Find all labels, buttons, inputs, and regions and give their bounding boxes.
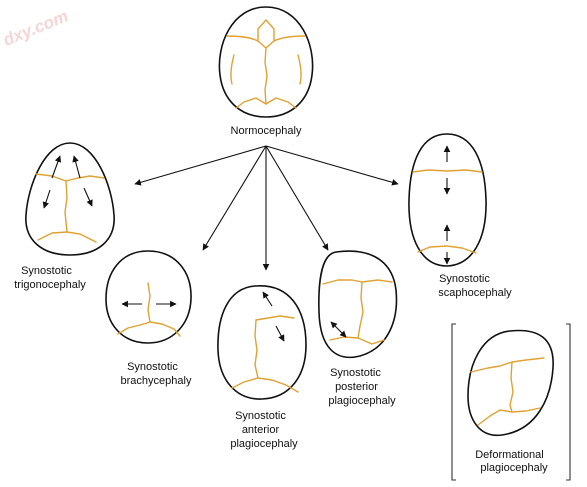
suture-sagittal — [509, 361, 514, 413]
watermark-text: dxy.com — [0, 6, 70, 49]
suture-lambdoid-right — [265, 97, 297, 109]
suture-sagittal — [264, 47, 268, 105]
suture-lambdoid-left — [235, 97, 267, 109]
suture-coronal-right — [273, 35, 306, 42]
arrow-up-right — [72, 155, 81, 179]
skull-posterior-plagiocephaly — [318, 250, 398, 358]
skull-anterior-plagiocephaly — [217, 285, 307, 400]
suture-lambdoid — [117, 321, 181, 337]
bracket-group — [451, 323, 571, 481]
classification-arrows — [134, 145, 399, 271]
label-brachycephaly: Synostotic brachycephaly — [121, 361, 192, 387]
arrow-down-right — [83, 187, 93, 207]
suture-coronal — [255, 315, 295, 321]
skull-deformational-plagiocephaly — [467, 329, 554, 437]
suture-lambdoid — [417, 245, 477, 254]
suture-coronal — [412, 169, 483, 173]
skull-normocephaly — [218, 6, 314, 118]
suture-sagittal — [64, 180, 68, 233]
label-deformational-plagiocephaly: Deformational plagiocephaly — [475, 449, 548, 474]
suture-squamous-left — [230, 54, 235, 85]
skull-scaphocephaly — [408, 133, 487, 267]
suture-lambdoid — [37, 231, 97, 243]
skull-trigonocephaly — [25, 142, 115, 256]
suture-squamous-right — [297, 54, 302, 85]
arrow-up-left — [262, 291, 273, 307]
suture-coronal — [322, 279, 393, 285]
suture-lambdoid — [477, 407, 541, 426]
suture-coronal — [35, 173, 105, 182]
suture-lambdoid — [231, 377, 299, 393]
label-trigonocephaly: Synostotic trigonocephaly — [14, 265, 86, 291]
suture-sagittal — [357, 281, 364, 339]
bracket-left — [451, 323, 456, 481]
suture-sagittal — [147, 282, 151, 323]
suture-lambdoid — [329, 336, 385, 345]
suture-sagittal — [254, 319, 259, 379]
suture-coronal — [470, 357, 545, 373]
label-scaphocephaly: Synostotic scaphocephaly — [438, 273, 512, 299]
label-normocephaly: Normocephaly — [231, 125, 302, 137]
arrow-diagonal — [330, 321, 347, 338]
suture-coronal-left — [226, 35, 259, 42]
arrow-down-left — [42, 189, 51, 209]
arrow-down-right — [275, 325, 285, 342]
label-posterior-plagiocephaly: Synostotic posterior plagiocephaly — [328, 367, 396, 407]
skull-brachycephaly — [105, 250, 192, 344]
arrow-up-left — [51, 155, 62, 179]
label-anterior-plagiocephaly: Synostotic anterior plagiocephaly — [230, 410, 298, 450]
bracket-right — [566, 323, 571, 481]
